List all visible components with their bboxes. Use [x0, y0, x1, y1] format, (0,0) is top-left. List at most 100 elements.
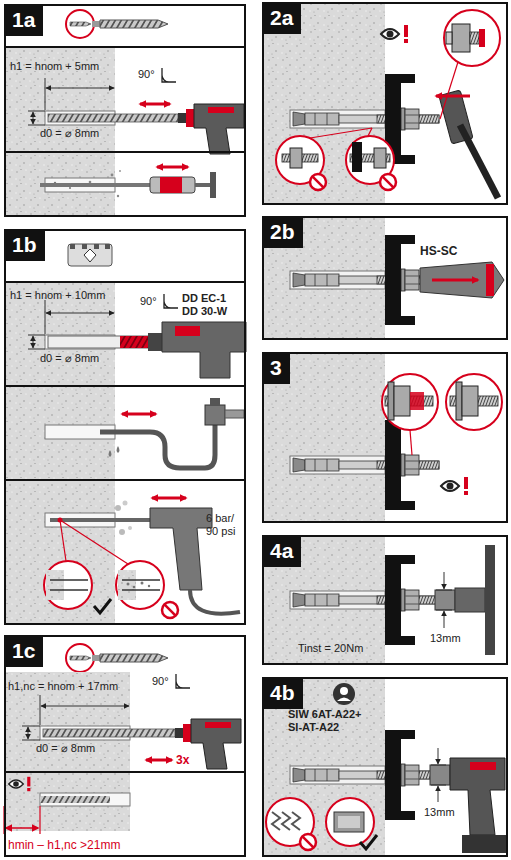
panel-2b-art — [432, 279, 478, 282]
panel-1c-art — [43, 729, 175, 737]
panel-1b-art — [46, 313, 114, 314]
panel-1a-art — [4, 46, 246, 48]
panel-1b-art — [50, 518, 150, 522]
panel-1b-art — [127, 583, 130, 586]
panel-1b-art — [119, 529, 125, 535]
panel-1b-art — [122, 580, 160, 590]
dimension-label: 90° — [152, 675, 169, 688]
step-number: 4b — [264, 679, 303, 709]
panel-4b-art — [326, 798, 374, 846]
panel-3-art — [262, 352, 385, 523]
panel-3-art — [388, 382, 394, 420]
panel-1b-art — [4, 385, 246, 387]
panel-1b-art — [128, 526, 132, 530]
panel-4b-art — [438, 748, 439, 764]
panel-3-art — [456, 382, 462, 420]
panel-1b-art — [120, 336, 148, 348]
panel-1b-art — [100, 425, 215, 468]
panel-2a-art — [479, 29, 485, 47]
panel-2a-art — [380, 174, 396, 190]
panel-1b-art — [210, 398, 220, 405]
panel-1b-art — [148, 333, 162, 351]
panel-2a-art — [470, 32, 479, 44]
panel-1b-art — [94, 599, 111, 613]
panel-3-art — [462, 386, 478, 416]
panel-1a-art — [160, 177, 182, 193]
panel-1b-art — [33, 336, 34, 348]
panel-1c-art — [41, 706, 129, 707]
panel-1a-art — [100, 20, 168, 28]
panel-1b-art — [105, 244, 110, 249]
panel-4a-art — [262, 535, 495, 665]
panel-4a-art — [485, 545, 495, 655]
panel-4b-art — [431, 785, 446, 786]
panel-1c-art — [40, 796, 110, 803]
panel-1c-art — [28, 727, 29, 739]
panel-1b-art — [28, 335, 45, 336]
panel-1b-art — [4, 481, 115, 623]
panel-1b-art — [4, 479, 246, 481]
panel-1a-art — [157, 166, 188, 169]
step-panel: 4b — [262, 677, 508, 857]
dimension-label: 6 bar/ 90 psi — [206, 512, 246, 538]
panel-1c-art — [4, 644, 246, 834]
panel-3-art — [394, 386, 410, 416]
panel-2a-art — [460, 125, 498, 198]
panel-1a-art — [150, 177, 195, 193]
panel-4b-art — [470, 762, 496, 770]
panel-2b-art — [420, 262, 504, 298]
panel-1c-art — [66, 644, 94, 672]
panel-1c-art — [146, 759, 172, 762]
step-number: 4a — [264, 537, 301, 567]
panel-4b-art — [262, 677, 506, 857]
panel-1b-art — [44, 561, 92, 609]
panel-2a-art — [440, 62, 458, 119]
dimension-label: h1 = hnom + 10mm — [10, 289, 105, 302]
panel-1b-art — [48, 336, 148, 348]
panel-1c-art — [40, 793, 130, 806]
panel-1c-art — [175, 719, 241, 769]
dimension-label: 13mm — [424, 806, 455, 819]
step-panel: 1a — [4, 4, 246, 217]
panel-1c-art — [92, 655, 100, 661]
panel-1a-art — [4, 10, 246, 215]
panel-2a-art — [446, 32, 452, 44]
panel-4a-art — [444, 611, 445, 628]
panel-1b-art — [4, 387, 115, 479]
panel-1b-art — [4, 283, 115, 385]
panel-1a-art — [28, 111, 45, 112]
step-number: 2a — [264, 4, 301, 34]
panel-4b-art — [338, 816, 360, 828]
panel-2a-art — [374, 148, 386, 168]
panel-2b-art — [262, 216, 504, 340]
panel-1b-art — [82, 244, 87, 249]
panel-1a-art — [162, 68, 176, 82]
step-panel: 2b — [262, 216, 508, 340]
panel-1a-art — [117, 195, 119, 197]
panel-1c-art — [9, 777, 31, 791]
panel-1b-art — [122, 413, 156, 416]
panel-3-art — [290, 420, 439, 510]
step-panel: 3 — [262, 352, 508, 523]
panel-1a-art — [210, 172, 216, 198]
panel-2a-art — [381, 25, 408, 43]
panel-3-art — [446, 374, 502, 430]
panel-1a-art — [111, 174, 114, 177]
panel-1a-art — [40, 183, 150, 187]
panel-1b-art — [148, 585, 150, 587]
panel-4a-art — [435, 590, 455, 610]
panel-2a-art — [310, 174, 326, 190]
panel-4a-art — [455, 588, 485, 612]
panel-4a-art — [444, 572, 445, 589]
panel-2b-art — [290, 235, 439, 325]
panel-4b-art — [360, 835, 377, 849]
panel-1c-art — [39, 806, 40, 834]
panel-1a-art — [4, 151, 246, 153]
panel-1a-art — [70, 22, 91, 26]
panel-3-art — [410, 392, 424, 410]
panel-1b-art — [58, 518, 63, 523]
dimension-label: DD EC-1 DD 30-W — [182, 292, 238, 318]
panel-1b-art — [190, 590, 240, 614]
panel-1a-art — [195, 183, 210, 187]
panel-1c-art — [100, 654, 168, 662]
